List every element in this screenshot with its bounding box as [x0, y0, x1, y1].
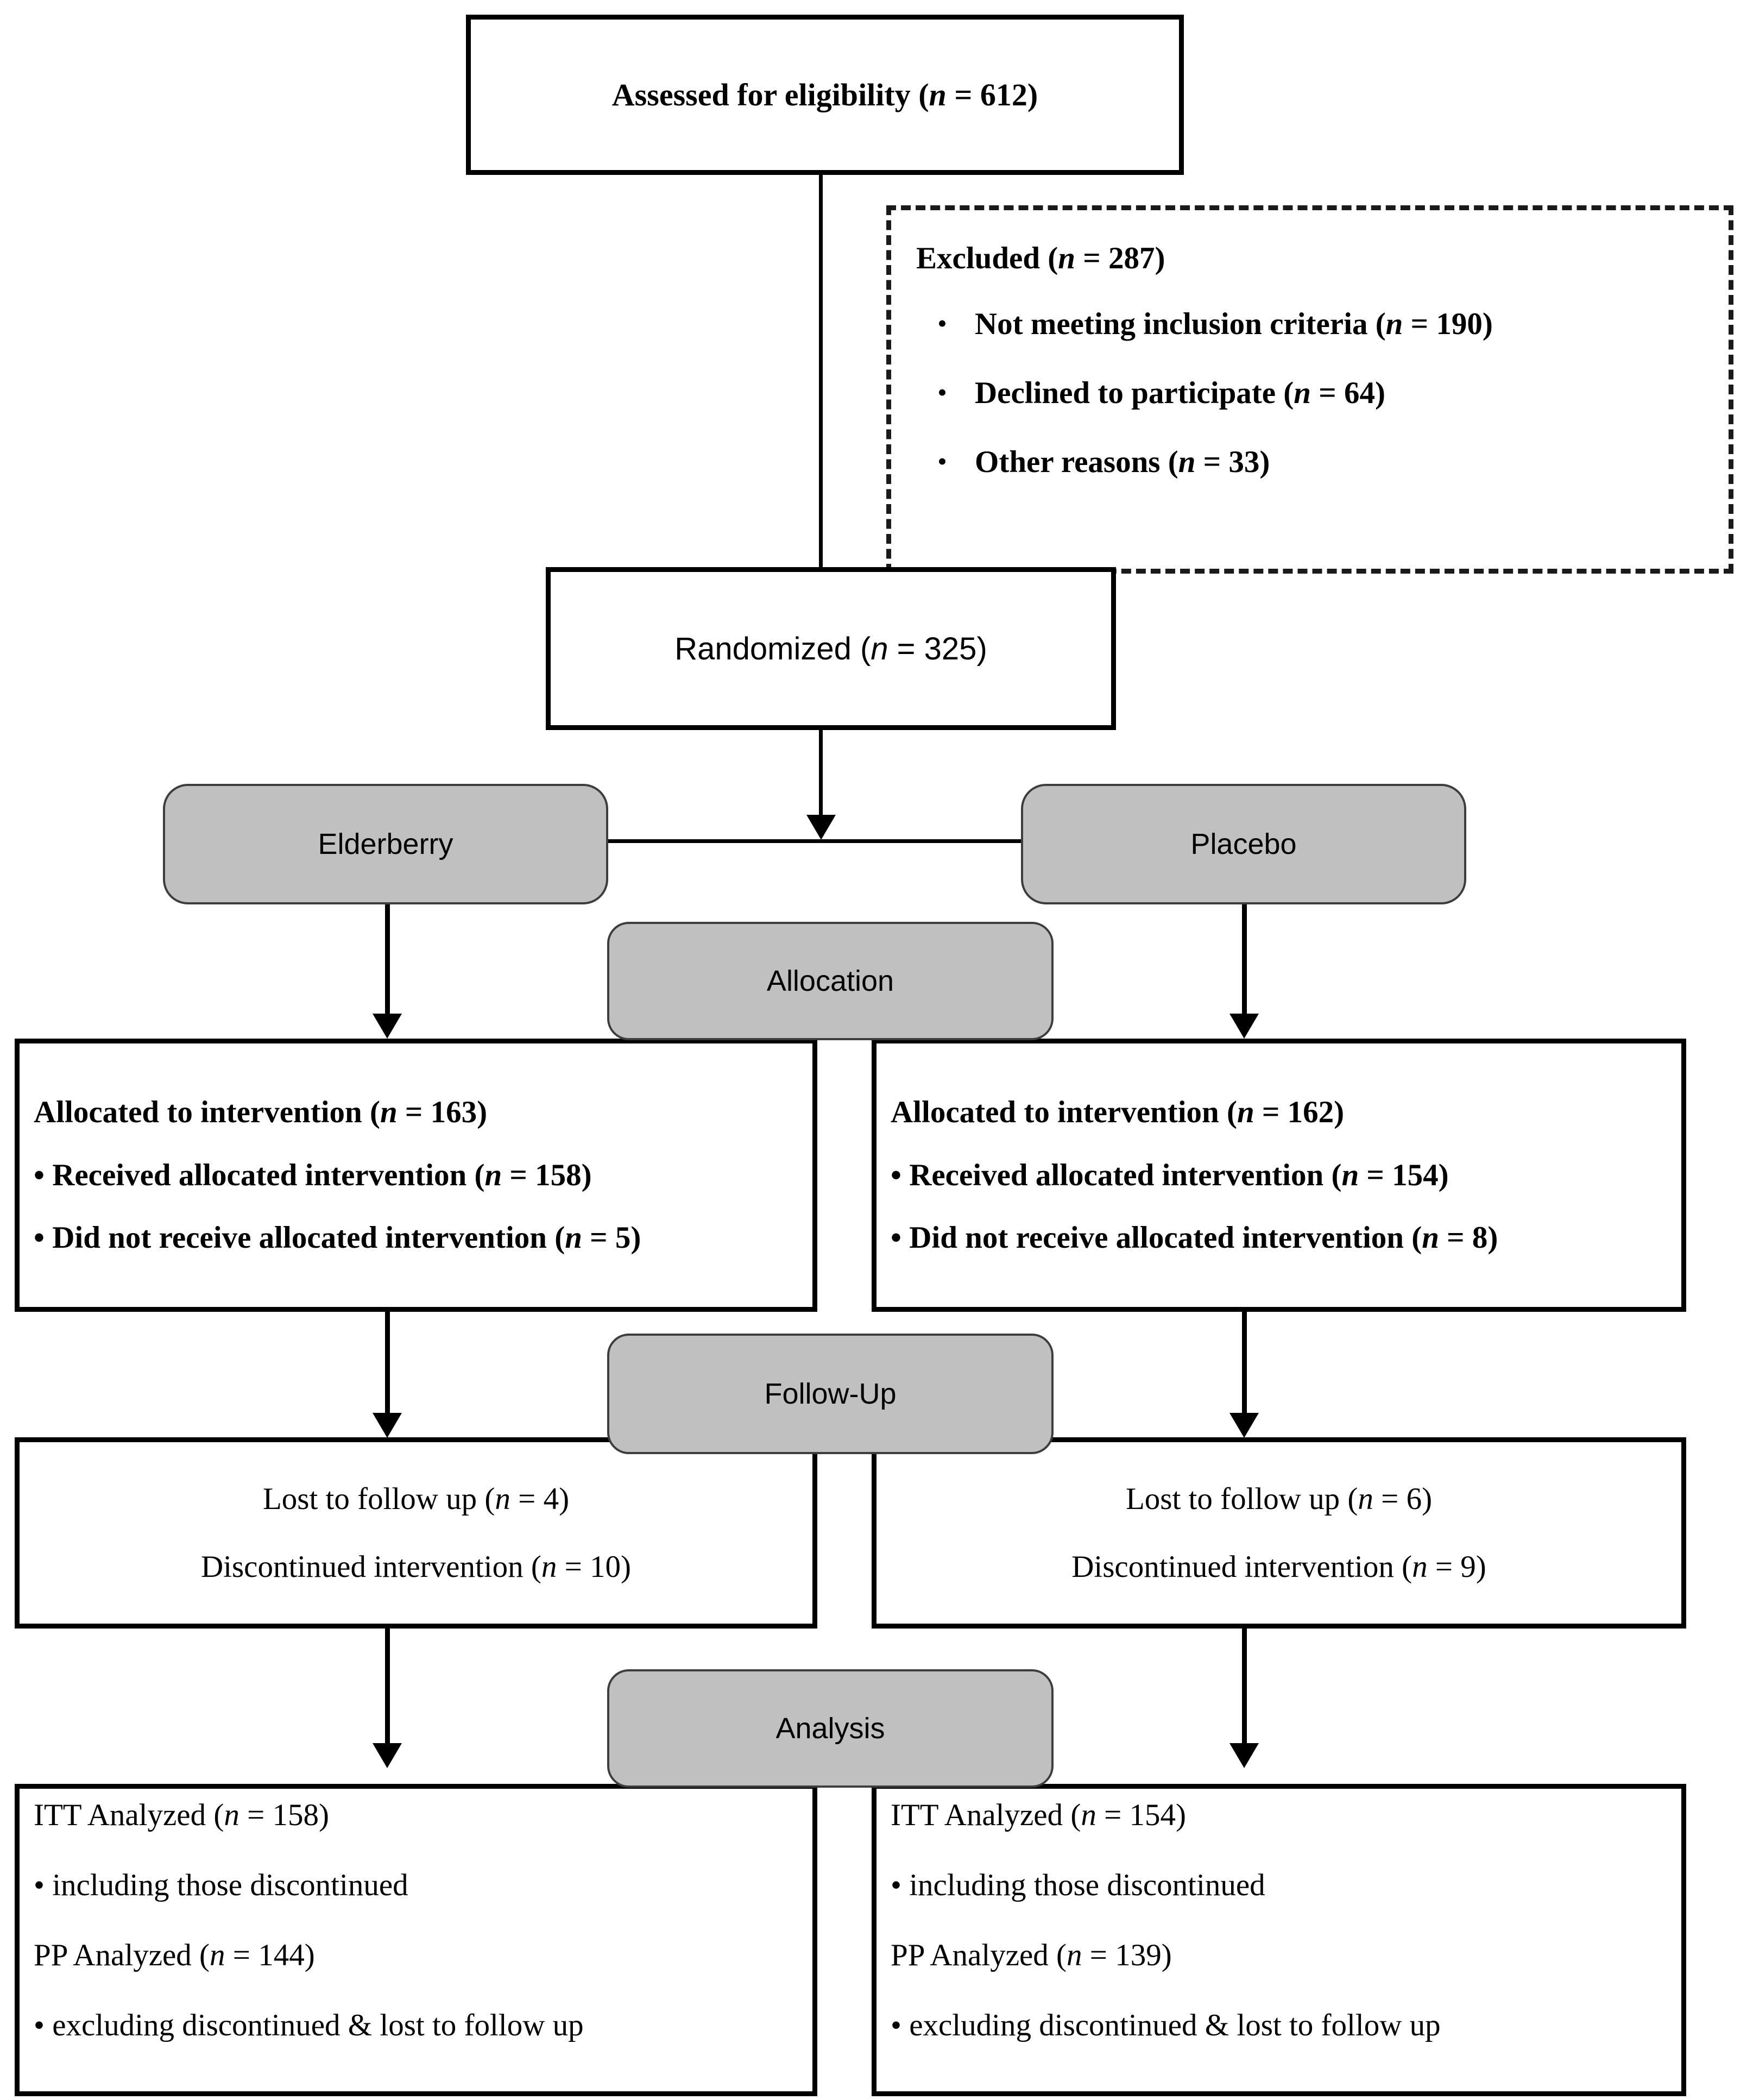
arrowhead-allocation-left-to-followup — [373, 1413, 402, 1438]
connector-followup-left-to-analysis — [385, 1629, 390, 1745]
stage-followup-label: Follow-Up — [764, 1378, 897, 1410]
analysis-left-line: ITT Analyzed (n = 158) — [34, 1798, 329, 1832]
assessed-for-eligibility-box: Assessed for eligibility (n = 612) — [466, 15, 1184, 175]
arrowhead-followup-left-to-analysis — [373, 1743, 402, 1768]
stage-analysis-label: Analysis — [775, 1712, 885, 1745]
allocation-right-bullet: • Did not receive allocated intervention… — [891, 1221, 1498, 1255]
arrowhead-followup-right-to-analysis — [1229, 1743, 1259, 1768]
arm-elderberry-label: Elderberry — [318, 828, 453, 860]
allocation-left-bullet: • Received allocated intervention (n = 1… — [34, 1158, 592, 1192]
arm-elderberry-box: Elderberry — [163, 784, 608, 904]
stage-allocation-box: Allocation — [607, 922, 1054, 1040]
analysis-right-line: • including those discontinued — [891, 1868, 1265, 1902]
randomized-box: Randomized (n = 325) — [546, 567, 1116, 730]
excluded-reason-item: • Declined to participate (n = 64) — [910, 375, 1710, 411]
excluded-reason-list: • Not meeting inclusion criteria (n = 19… — [910, 306, 1710, 513]
connector-assessed-to-randomized — [819, 175, 823, 567]
connector-arm-split — [607, 839, 1033, 843]
followup-right-box: Lost to follow up (n = 6) Discontinued i… — [872, 1437, 1686, 1629]
connector-randomized-down — [819, 730, 823, 816]
excluded-heading: Excluded (n = 287) — [916, 241, 1165, 275]
arrowhead-elderberry-to-allocation — [373, 1014, 402, 1039]
bullet-icon: • — [937, 446, 947, 476]
stage-allocation-label: Allocation — [766, 965, 894, 997]
arm-placebo-box: Placebo — [1021, 784, 1466, 904]
bullet-icon: • — [937, 377, 947, 407]
excluded-box: Excluded (n = 287) • Not meeting inclusi… — [886, 205, 1733, 574]
allocation-left-bullet: • Did not receive allocated intervention… — [34, 1221, 641, 1255]
excluded-reason-text: Declined to participate (n = 64) — [975, 376, 1385, 410]
connector-followup-right-to-analysis — [1242, 1629, 1247, 1745]
excluded-reason-item: • Not meeting inclusion criteria (n = 19… — [910, 306, 1710, 342]
analysis-left-line: PP Analyzed (n = 144) — [34, 1938, 315, 1972]
randomized-text: Randomized (n = 325) — [674, 631, 987, 667]
bullet-icon: • — [937, 308, 947, 338]
connector-placebo-to-allocation — [1242, 904, 1247, 1016]
allocation-right-box: Allocated to intervention (n = 162) • Re… — [872, 1039, 1686, 1312]
followup-right-line: Discontinued intervention (n = 9) — [1071, 1550, 1486, 1584]
analysis-right-box: ITT Analyzed (n = 154) • including those… — [872, 1784, 1686, 2096]
allocation-left-box: Allocated to intervention (n = 163) • Re… — [15, 1039, 817, 1312]
allocation-right-bullet: • Received allocated intervention (n = 1… — [891, 1158, 1449, 1192]
analysis-right-line: • excluding discontinued & lost to follo… — [891, 2008, 1441, 2042]
stage-analysis-box: Analysis — [607, 1669, 1054, 1788]
excluded-reason-text: Not meeting inclusion criteria (n = 190) — [975, 307, 1493, 341]
arrowhead-allocation-right-to-followup — [1229, 1413, 1259, 1438]
connector-elderberry-to-allocation — [385, 904, 390, 1016]
followup-left-line: Lost to follow up (n = 4) — [262, 1482, 570, 1516]
followup-right-line: Lost to follow up (n = 6) — [1125, 1482, 1433, 1516]
stage-followup-box: Follow-Up — [607, 1334, 1054, 1454]
arrowhead-randomized-to-split — [806, 815, 836, 840]
analysis-left-line: • including those discontinued — [34, 1868, 408, 1902]
connector-allocation-left-to-followup — [385, 1312, 390, 1415]
arm-placebo-label: Placebo — [1190, 828, 1297, 860]
allocation-left-heading: Allocated to intervention (n = 163) — [34, 1095, 488, 1129]
connector-allocation-right-to-followup — [1242, 1312, 1247, 1415]
allocation-right-heading: Allocated to intervention (n = 162) — [891, 1095, 1345, 1129]
excluded-reason-text: Other reasons (n = 33) — [975, 445, 1270, 479]
followup-left-line: Discontinued intervention (n = 10) — [200, 1550, 631, 1584]
analysis-right-line: PP Analyzed (n = 139) — [891, 1938, 1172, 1972]
analysis-right-line: ITT Analyzed (n = 154) — [891, 1798, 1186, 1832]
arrowhead-placebo-to-allocation — [1229, 1014, 1259, 1039]
followup-left-box: Lost to follow up (n = 4) Discontinued i… — [15, 1437, 817, 1629]
excluded-reason-item: • Other reasons (n = 33) — [910, 444, 1710, 480]
assessed-for-eligibility-text: Assessed for eligibility (n = 612) — [611, 77, 1038, 112]
analysis-left-line: • excluding discontinued & lost to follo… — [34, 2008, 584, 2042]
analysis-left-box: ITT Analyzed (n = 158) • including those… — [15, 1784, 817, 2096]
